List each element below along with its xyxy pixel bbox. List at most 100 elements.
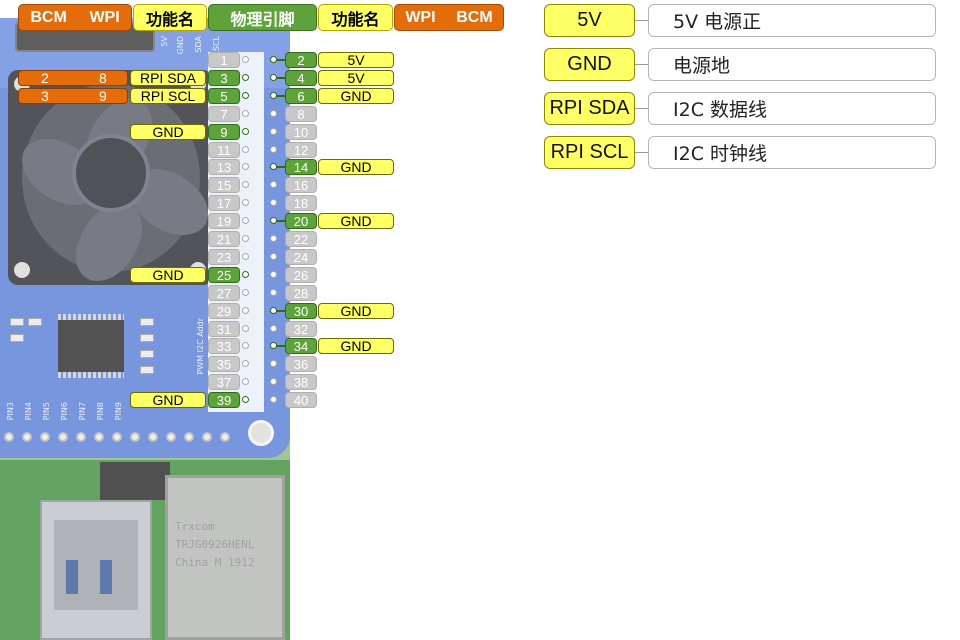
pin-dot-26 <box>270 270 277 278</box>
legend-connector <box>635 152 648 153</box>
pin-lead-14 <box>276 166 286 169</box>
eth-brand: Trxcom <box>175 520 215 533</box>
smd-component <box>140 318 154 326</box>
physical-pin-4: 4 <box>285 69 317 86</box>
physical-pin-3: 3 <box>208 69 240 86</box>
pin-dot-3 <box>242 73 249 81</box>
usb-tongue <box>100 560 112 594</box>
chip-pins <box>58 372 124 378</box>
header-right-func-label: 功能名 <box>331 11 380 29</box>
solder-pad <box>4 432 14 442</box>
solder-pad <box>58 432 68 442</box>
physical-pin-35: 35 <box>208 356 240 373</box>
mount-hole <box>14 262 30 278</box>
pin-lead-30 <box>276 309 286 312</box>
function-label-pin-14: GND <box>318 159 394 176</box>
physical-pin-6: 6 <box>285 87 317 104</box>
header-left-gpio: BCM WPI <box>18 4 132 31</box>
pin-dot-17 <box>242 199 249 207</box>
header-right-bcm: BCM <box>456 8 493 26</box>
eth-origin: China M 1912 <box>175 556 255 569</box>
physical-pin-7: 7 <box>208 105 240 122</box>
pin-dot-16 <box>270 181 277 189</box>
usb-tongue <box>66 560 78 594</box>
function-label-pin-30: GND <box>318 302 394 319</box>
physical-pin-21: 21 <box>208 231 240 247</box>
solder-pad <box>130 432 140 442</box>
header-right-func: 功能名 <box>318 4 393 31</box>
physical-pin-1: 1 <box>208 52 240 68</box>
physical-pin-18: 18 <box>285 195 317 212</box>
physical-pin-8: 8 <box>285 105 317 122</box>
pin-dot-37 <box>242 378 249 386</box>
header-left-bcm: BCM <box>30 8 67 26</box>
legend-key-gnd: GND <box>544 48 635 81</box>
board-wash <box>0 0 300 640</box>
pin-lead-20 <box>276 220 286 223</box>
function-label-pin-9: GND <box>130 123 206 140</box>
function-label-pin-25: GND <box>130 266 206 283</box>
smd-component <box>10 318 24 326</box>
physical-pin-34: 34 <box>285 338 317 355</box>
pin-dot-7 <box>242 109 249 117</box>
physical-pin-28: 28 <box>285 284 317 301</box>
legend-key-5v: 5V <box>544 4 635 37</box>
physical-pin-24: 24 <box>285 248 317 265</box>
physical-pin-13: 13 <box>208 159 240 176</box>
mount-hole <box>248 420 274 446</box>
pin-dot-15 <box>242 181 249 189</box>
physical-pin-10: 10 <box>285 123 317 140</box>
physical-pin-32: 32 <box>285 320 317 337</box>
eth-model: TRJG0926HENL <box>175 538 255 551</box>
pin-dot-32 <box>270 324 277 332</box>
function-label-pin-5: RPI SCL <box>130 87 206 104</box>
solder-pad <box>166 432 176 442</box>
wpi-number: 8 <box>99 69 107 86</box>
solder-pad <box>112 432 122 442</box>
pin-dot-27 <box>242 288 249 296</box>
legend-key-sda: RPI SDA <box>544 92 635 125</box>
solder-pad <box>94 432 104 442</box>
pin-lead-34 <box>276 345 286 348</box>
pin-dot-1 <box>242 56 249 63</box>
legend-desc-sda: I2C 数据线 <box>648 92 936 125</box>
physical-pin-26: 26 <box>285 266 317 283</box>
header-left-func-label: 功能名 <box>145 11 194 29</box>
pin-dot-38 <box>270 378 277 386</box>
physical-pin-5: 5 <box>208 87 240 104</box>
board-component <box>100 462 170 500</box>
pin-dot-40 <box>270 396 277 404</box>
bcm-number: 2 <box>41 69 49 86</box>
pin-dot-35 <box>242 360 249 368</box>
pin-dot-10 <box>270 127 277 135</box>
pin-dot-29 <box>242 306 249 314</box>
solder-pad <box>202 432 212 442</box>
chip-pins <box>58 314 124 320</box>
physical-pin-15: 15 <box>208 177 240 194</box>
physical-pin-30: 30 <box>285 302 317 319</box>
pin-dot-23 <box>242 252 249 260</box>
pin-dot-22 <box>270 235 277 242</box>
pin-dot-5 <box>242 91 249 99</box>
legend-connector <box>635 20 648 21</box>
pin-dot-12 <box>270 145 277 153</box>
physical-pin-39: 39 <box>208 392 240 409</box>
header-right-wpi: WPI <box>405 8 436 26</box>
pin-dot-39 <box>242 396 249 404</box>
solder-pad <box>220 432 230 442</box>
legend-desc-gnd: 电源地 <box>648 48 936 81</box>
pin-dot-36 <box>270 360 277 368</box>
physical-pin-2: 2 <box>285 52 317 68</box>
pin-dot-21 <box>242 235 249 242</box>
physical-pin-14: 14 <box>285 159 317 176</box>
smd-component <box>10 334 24 342</box>
solder-pad <box>148 432 158 442</box>
physical-pin-22: 22 <box>285 231 317 247</box>
pin-dot-8 <box>270 109 277 117</box>
physical-pin-17: 17 <box>208 195 240 212</box>
physical-pin-11: 11 <box>208 141 240 158</box>
bcm-number: 3 <box>41 87 49 104</box>
pin-dot-13 <box>242 163 249 171</box>
